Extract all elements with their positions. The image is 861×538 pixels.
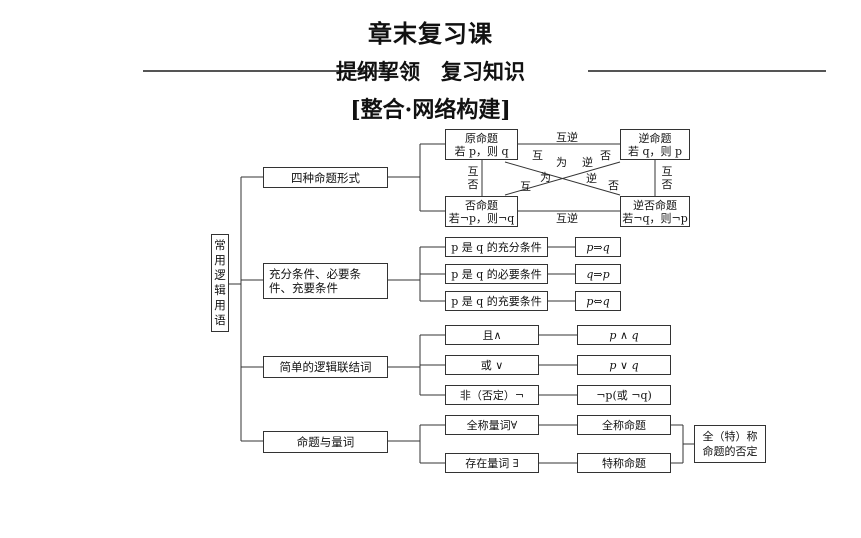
inverse-body: 若¬p，则¬q xyxy=(448,211,515,225)
diag2-char: 互 xyxy=(520,180,531,193)
quantifier-universal: 全称量词∀ xyxy=(445,415,539,435)
diag2-char: 逆 xyxy=(582,156,593,169)
inverse-proposition: 否命题 若¬p，则¬q xyxy=(445,196,518,227)
formula-not: ¬p(或 ¬q) xyxy=(577,385,671,405)
relation-right: 互 否 xyxy=(660,165,674,191)
converse-body: 若 q，则 p xyxy=(627,144,683,158)
relation-bottom: 互逆 xyxy=(556,212,578,225)
converse-title: 逆命题 xyxy=(638,131,672,145)
root-char: 逻 xyxy=(214,268,226,282)
converse-proposition: 逆命题 若 q，则 p xyxy=(620,129,690,160)
branch-quantifiers: 命题与量词 xyxy=(263,431,388,453)
diag2-char: 为 xyxy=(540,171,551,184)
branch-connectives: 简单的逻辑联结词 xyxy=(263,356,388,378)
diag1-char: 否 xyxy=(608,179,619,192)
contrapositive-title: 逆否命题 xyxy=(633,198,677,212)
quantifier-existential: 存在量词 ∃ xyxy=(445,453,539,473)
existential-proposition: 特称命题 xyxy=(577,453,671,473)
relation-right-char: 否 xyxy=(661,178,673,191)
root-char: 辑 xyxy=(214,283,226,297)
relation-top: 互逆 xyxy=(556,131,578,144)
root-node: 常 用 逻 辑 用 语 xyxy=(211,234,229,332)
original-body: 若 p，则 q xyxy=(454,144,509,158)
diag1-char: 为 xyxy=(556,156,567,169)
connective-and: 且∧ xyxy=(445,325,539,345)
title-rule-right xyxy=(588,70,826,72)
page-title: 章末复习课 xyxy=(368,19,493,48)
contrapositive-proposition: 逆否命题 若¬q，则¬p xyxy=(620,196,690,227)
root-char: 常 xyxy=(214,238,226,252)
formula-sufficient: p⇒q xyxy=(575,237,621,257)
relation-left: 互 否 xyxy=(466,165,480,191)
root-char: 用 xyxy=(214,253,226,267)
original-proposition: 原命题 若 p，则 q xyxy=(445,129,518,160)
relation-right-char: 互 xyxy=(661,165,673,178)
branch-conditions: 充分条件、必要条件、充要条件 xyxy=(263,263,388,299)
root-char: 语 xyxy=(214,313,226,327)
connective-not: 非（否定）¬ xyxy=(445,385,539,405)
universal-proposition: 全称命题 xyxy=(577,415,671,435)
formula-or: p ∨ q xyxy=(577,355,671,375)
diag1-char: 逆 xyxy=(586,172,597,185)
branch-four-forms: 四种命题形式 xyxy=(263,167,388,188)
title-rule-left xyxy=(143,70,385,72)
condition-sufficient: p 是 q 的充分条件 xyxy=(445,237,548,257)
branch-conditions-label: 充分条件、必要条件、充要条件 xyxy=(269,267,361,295)
condition-necessary: p 是 q 的必要条件 xyxy=(445,264,548,284)
formula-necessary-sufficient: p⇔q xyxy=(575,291,621,311)
diag2-char: 否 xyxy=(600,149,611,162)
negation-of-quantified-proposition: 全（特）称命题的否定 xyxy=(694,425,766,463)
inverse-title: 否命题 xyxy=(465,198,498,212)
relation-left-char: 否 xyxy=(467,178,479,191)
section-heading: [整合·网络构建] xyxy=(350,97,511,123)
page-subtitle: 提纲挈领 复习知识 xyxy=(336,59,525,84)
connective-or: 或 ∨ xyxy=(445,355,539,375)
relation-left-char: 互 xyxy=(467,165,479,178)
original-title: 原命题 xyxy=(465,131,498,145)
root-char: 用 xyxy=(214,298,226,312)
diag1-char: 互 xyxy=(532,149,543,162)
formula-necessary: q⇒p xyxy=(575,264,621,284)
contrapositive-body: 若¬q，则¬p xyxy=(622,211,688,225)
condition-necessary-sufficient: p 是 q 的充要条件 xyxy=(445,291,548,311)
formula-and: p ∧ q xyxy=(577,325,671,345)
negation-label: 全（特）称命题的否定 xyxy=(702,430,758,458)
